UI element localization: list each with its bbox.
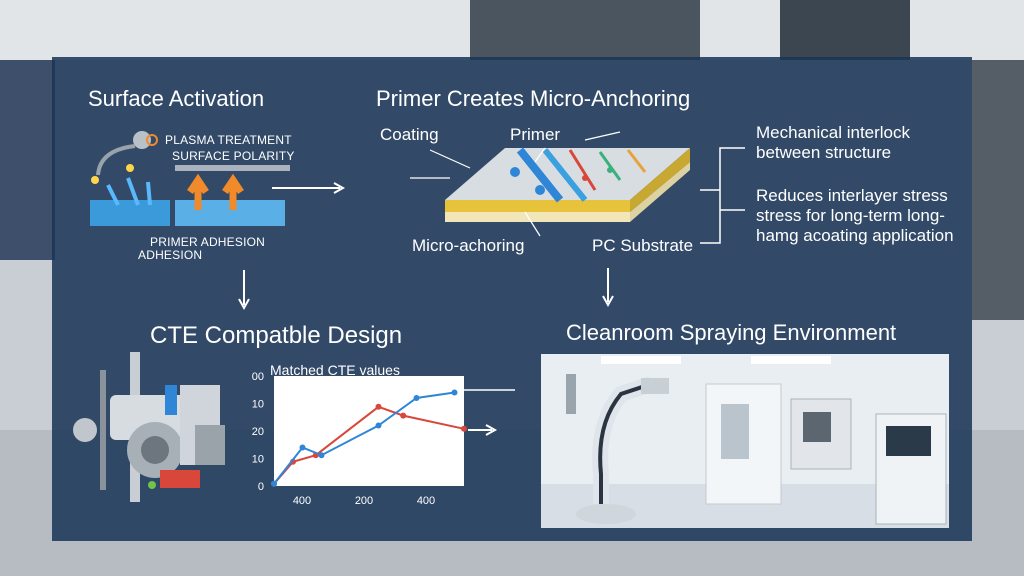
cleanroom-image bbox=[541, 354, 949, 528]
chart-title: Matched CTE values bbox=[270, 362, 400, 378]
cte-line-chart: 0 10 20 10 00 400 200 400 bbox=[246, 370, 476, 510]
y-tick-label: 0 bbox=[258, 481, 264, 493]
series-point bbox=[375, 403, 382, 410]
primer-anchoring-title: Primer Creates Micro-Anchoring bbox=[376, 86, 691, 111]
series-line-0 bbox=[273, 405, 465, 485]
series-point bbox=[271, 480, 277, 487]
y-tick-label: 10 bbox=[252, 399, 264, 411]
surface-polarity-label: SURFACE POLARITY bbox=[172, 149, 295, 163]
adhesion-label: ADHESION bbox=[138, 248, 203, 262]
micro-anchoring-label: Micro-achoring bbox=[412, 236, 525, 255]
series-point bbox=[413, 395, 420, 401]
x-tick-label: 400 bbox=[293, 495, 311, 507]
coating-label: Coating bbox=[380, 125, 439, 144]
y-tick-label: 10 bbox=[252, 454, 264, 466]
interlock-note: Mechanical interlock between structure bbox=[756, 123, 911, 162]
series-point bbox=[318, 452, 325, 459]
plasma-treatment-label: PLASMA TREATMENT bbox=[165, 133, 292, 147]
x-tick-label: 200 bbox=[355, 495, 373, 507]
y-tick-label: 00 bbox=[252, 371, 264, 383]
surface-activation-title: Surface Activation bbox=[88, 86, 265, 111]
cleanroom-title: Cleanroom Spraying Environment bbox=[566, 320, 897, 345]
y-tick-label: 20 bbox=[252, 426, 264, 438]
series-line-1 bbox=[273, 391, 455, 485]
series-point bbox=[400, 412, 407, 419]
series-point bbox=[451, 389, 458, 396]
series-point bbox=[299, 444, 306, 451]
series-point bbox=[375, 422, 382, 429]
cte-design-title: CTE Compatble Design bbox=[150, 322, 403, 349]
series-point bbox=[461, 425, 467, 432]
primer-label: Primer bbox=[510, 125, 561, 144]
pc-substrate-label: PC Substrate bbox=[592, 236, 694, 255]
x-tick-label: 400 bbox=[417, 495, 435, 507]
primer-adhesion-label: PRIMER ADHESION bbox=[150, 235, 266, 249]
stress-note: Reduces interlayer stress stress for lon… bbox=[756, 186, 954, 245]
